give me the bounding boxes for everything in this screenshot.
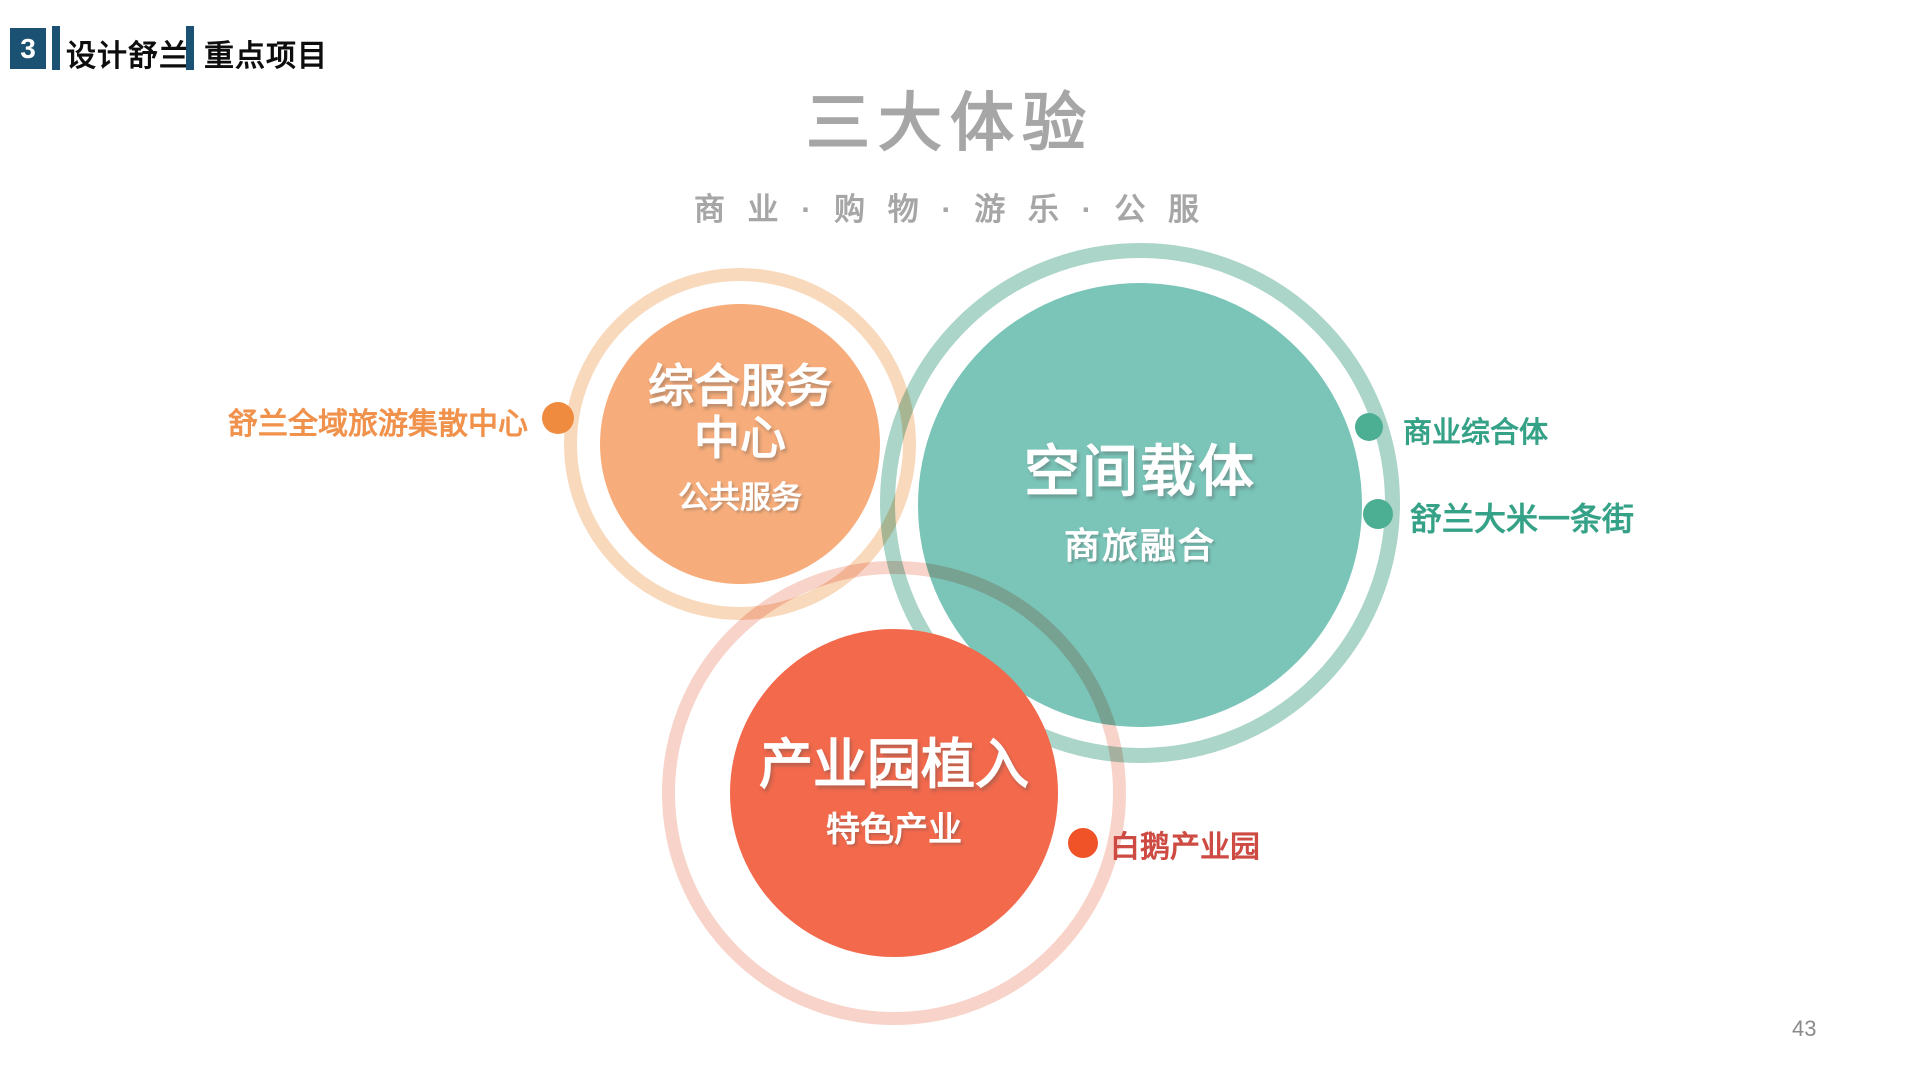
section-number-badge: 3	[10, 28, 46, 69]
industry-park-subtitle: 特色产业	[826, 810, 962, 849]
service-center-circle: 综合服务 中心 公共服务	[600, 304, 880, 584]
industry-park-callout-label: 白鹅产业园	[1110, 831, 1260, 864]
industry-park-title: 产业园植入	[759, 735, 1029, 796]
space-carrier-callout-dot-1	[1355, 413, 1383, 441]
header-divider-bar	[52, 26, 60, 70]
service-center-callout-label: 舒兰全域旅游集散中心	[228, 408, 528, 441]
space-carrier-callout-label-2: 舒兰大米一条街	[1410, 501, 1635, 537]
service-center-title-line2: 中心	[694, 411, 786, 464]
service-center-title-line1: 综合服务	[648, 359, 832, 412]
space-carrier-callout-label-1: 商业综合体	[1403, 417, 1549, 449]
space-carrier-callout-dot-2	[1363, 499, 1393, 529]
space-carrier-title: 空间载体	[1024, 439, 1256, 503]
industry-park-callout-dot	[1068, 828, 1098, 858]
service-center-subtitle: 公共服务	[678, 480, 802, 516]
space-carrier-subtitle: 商旅融合	[1063, 525, 1216, 567]
header-title-primary: 设计舒兰	[66, 40, 190, 73]
slide-title: 三大体验	[806, 87, 1094, 159]
service-center-callout-dot	[542, 402, 574, 434]
page-number: 43	[1792, 1016, 1817, 1041]
space-carrier-circle: 空间载体 商旅融合	[918, 283, 1362, 727]
slide-subtitle: 商 业 · 购 物 · 游 乐 · 公 服	[693, 192, 1207, 227]
header-title-secondary: 重点项目	[204, 40, 328, 73]
industry-park-circle: 产业园植入 特色产业	[730, 629, 1058, 957]
header-divider-bar	[186, 26, 194, 70]
